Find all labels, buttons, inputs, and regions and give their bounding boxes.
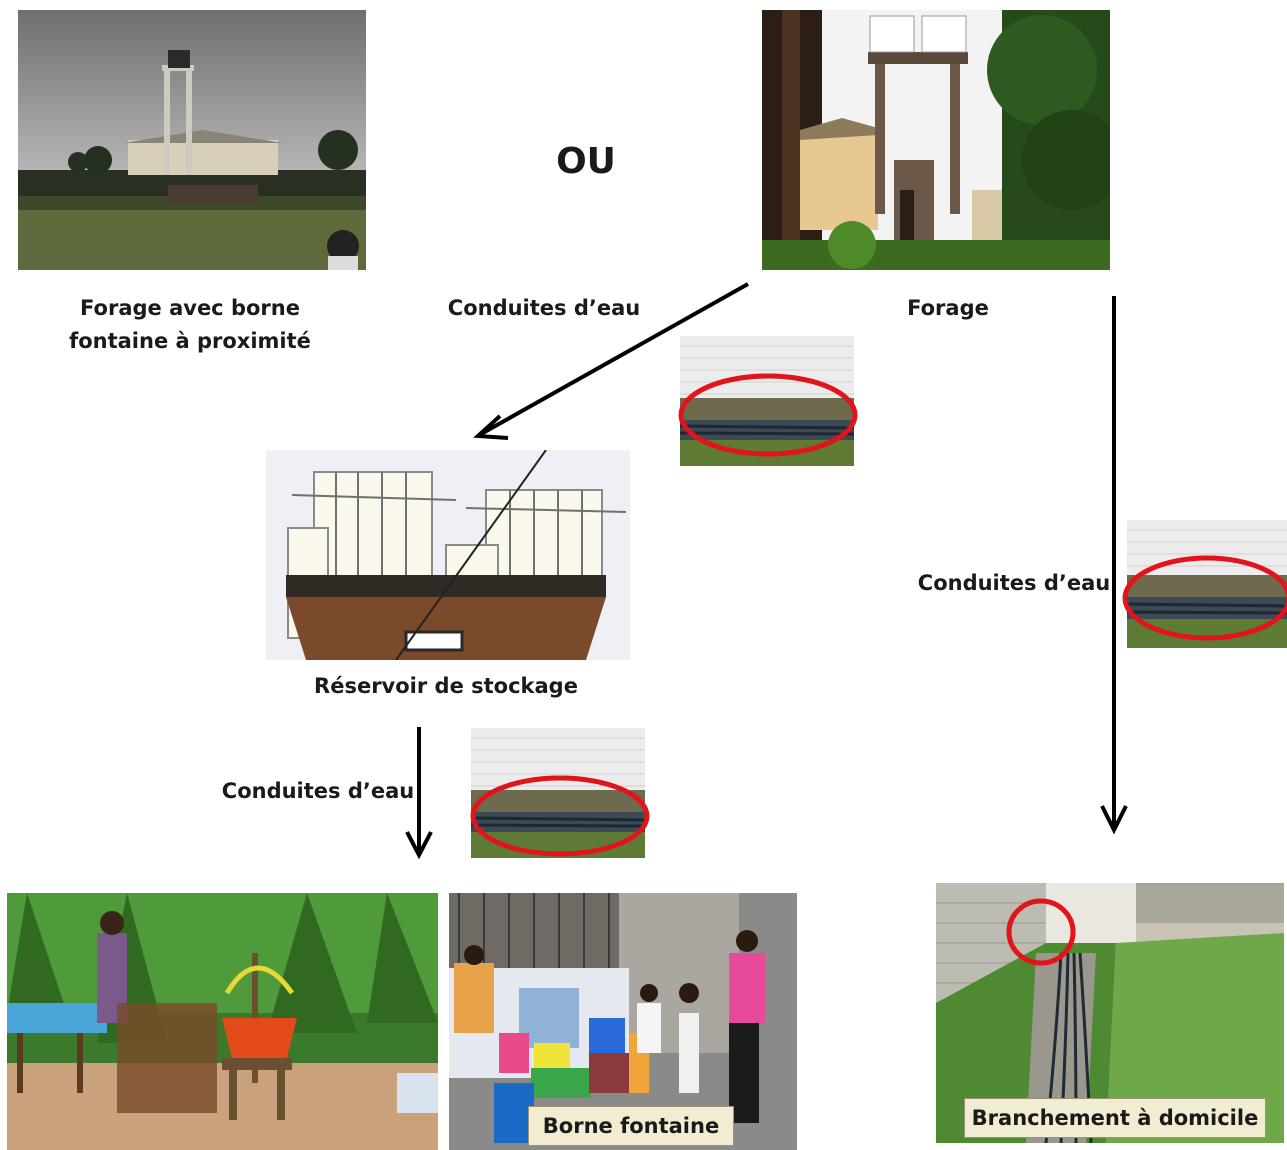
arrow-head-diagonal	[473, 414, 509, 440]
connection-highlight-circle	[1006, 898, 1076, 966]
reservoir-tanks-photo	[266, 450, 630, 660]
forage-with-standpipe-caption-line2: fontaine à proximité	[69, 329, 311, 353]
standpipe-caption-box: Borne fontaine	[528, 1106, 734, 1146]
reservoir-caption: Réservoir de stockage	[314, 674, 578, 698]
pipe-photo-middle	[471, 728, 645, 858]
garden-tap-photo	[7, 893, 438, 1150]
or-label: OU	[556, 141, 616, 182]
arrow-head-right	[1100, 805, 1128, 835]
pipe-highlight-circle-right	[1122, 555, 1287, 641]
forage-with-standpipe-photo	[18, 10, 366, 270]
pipe-highlight-circle-top	[678, 373, 858, 457]
forage-caption: Forage	[907, 296, 989, 320]
pipes-label-top: Conduites d’eau	[447, 296, 641, 320]
pipes-label-left: Conduites d’eau	[221, 779, 415, 803]
pipes-label-right: Conduites d’eau	[917, 571, 1111, 595]
forage-with-standpipe-caption-line1: Forage avec borne	[80, 296, 300, 320]
home-connection-photo	[936, 883, 1284, 1143]
forage-tower-photo	[762, 10, 1110, 270]
home-connection-caption-box: Branchement à domicile	[964, 1098, 1266, 1138]
arrow-forage-to-reservoir	[480, 282, 749, 436]
pipe-highlight-circle-middle	[470, 775, 650, 857]
arrow-head-middle	[405, 831, 433, 860]
